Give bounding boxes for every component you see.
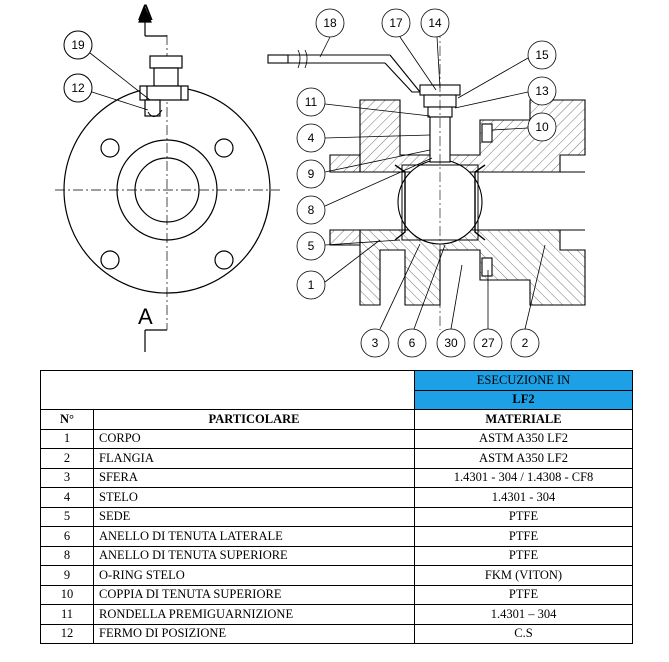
svg-text:10: 10 [535,120,549,134]
row-number: 8 [40,545,94,566]
header-grade: LF2 [414,389,633,410]
svg-text:9: 9 [308,167,315,181]
section-label-top: A [138,0,153,25]
row-material: C.S [414,623,633,644]
row-part: STELO [93,487,415,508]
callout-10: 10 [491,112,557,142]
row-number: 12 [40,623,94,644]
callout-13: 13 [454,76,557,109]
row-part: O-RING STELO [93,565,415,586]
column-header-number: N° [40,409,94,430]
row-number: 2 [40,448,94,469]
svg-text:27: 27 [481,336,495,350]
row-part: FLANGIA [93,448,415,469]
svg-text:19: 19 [71,38,85,52]
svg-text:1: 1 [308,278,315,292]
front-view [55,6,280,352]
column-header-part: PARTICOLARE [93,409,415,430]
bolt-hole [100,138,120,158]
svg-text:5: 5 [308,239,315,253]
callout-12: 12 [63,73,149,111]
svg-text:14: 14 [428,16,442,30]
svg-text:3: 3 [372,336,379,350]
row-number: 1 [40,428,94,449]
row-part: FERMO DI POSIZIONE [93,623,415,644]
row-part: RONDELLA PREMIGUARNIZIONE [93,604,415,625]
row-material: ASTM A350 LF2 [414,448,633,469]
row-part: ANELLO DI TENUTA LATERALE [93,526,415,547]
bolt-hole [214,250,234,270]
svg-text:17: 17 [389,16,403,30]
row-material: PTFE [414,545,633,566]
row-number: 4 [40,487,94,508]
materials-table: ESECUZIONE IN LF2 N° PARTICOLARE MATERIA… [40,370,633,644]
callout-30: 30 [436,264,466,358]
row-material: 1.4301 – 304 [414,604,633,625]
callout-14: 14 [420,8,450,89]
svg-text:2: 2 [522,336,529,350]
row-number: 3 [40,467,94,488]
row-material: 1.4301 - 304 / 1.4308 - CF8 [414,467,633,488]
svg-text:15: 15 [535,48,549,62]
row-material: PTFE [414,526,633,547]
bolt-hole [100,250,120,270]
row-material: ASTM A350 LF2 [414,428,633,449]
row-part: COPPIA DI TENUTA SUPERIORE [93,584,415,605]
svg-text:11: 11 [305,95,318,109]
row-number: 6 [40,526,94,547]
row-number: 9 [40,565,94,586]
callout-1: 1 [296,239,381,300]
callout-17: 17 [381,8,437,91]
callout-6: 6 [397,244,446,358]
row-material: PTFE [414,506,633,527]
row-part: SFERA [93,467,415,488]
row-material: 1.4301 - 304 [414,487,633,508]
row-material: PTFE [414,584,633,605]
callout-9: 9 [296,149,431,189]
svg-text:30: 30 [444,336,458,350]
row-part: CORPO [93,428,415,449]
callout-4: 4 [296,123,431,153]
callout-8: 8 [296,157,433,225]
row-material: FKM (VITON) [414,565,633,586]
callout-2: 2 [510,244,546,358]
section-view [267,10,586,330]
callout-3: 3 [360,243,421,358]
valve-technical-drawing: A A 19 12 [55,0,586,358]
row-number: 10 [40,584,94,605]
svg-text:4: 4 [308,131,315,145]
svg-text:6: 6 [409,336,416,350]
section-label-bottom: A [138,304,153,329]
row-part: SEDE [93,506,415,527]
callout-18: 18 [315,8,345,58]
row-number: 5 [40,506,94,527]
row-part: ANELLO DI TENUTA SUPERIORE [93,545,415,566]
callout-5: 5 [296,231,401,261]
column-header-material: MATERIALE [414,409,633,430]
table-blank-header [40,370,415,410]
callout-15: 15 [457,40,557,99]
callout-27: 27 [473,270,503,358]
svg-text:12: 12 [71,81,85,95]
header-group: ESECUZIONE IN [414,370,633,391]
svg-text:8: 8 [308,203,315,217]
bolt-hole [214,138,234,158]
svg-text:13: 13 [535,84,549,98]
row-number: 11 [40,604,94,625]
svg-text:18: 18 [323,16,337,30]
callout-19: 19 [63,30,151,101]
callout-11: 11 [296,87,431,117]
